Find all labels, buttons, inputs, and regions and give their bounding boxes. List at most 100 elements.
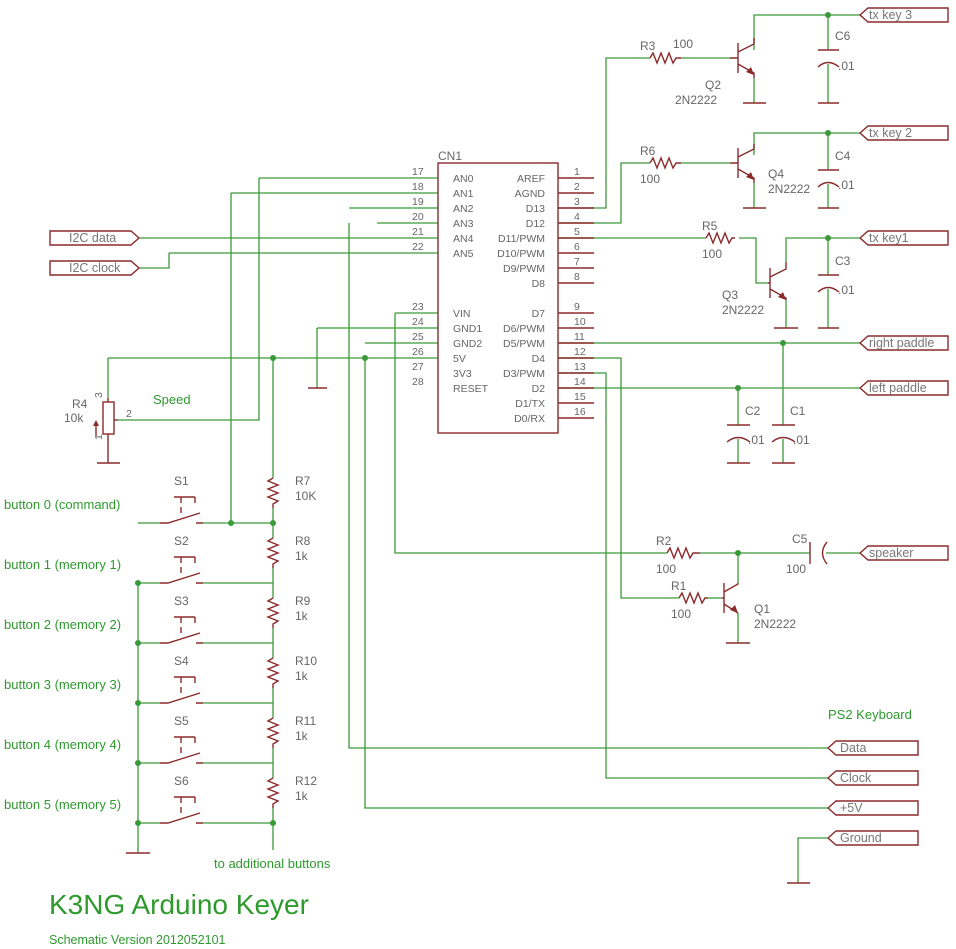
cn1-pin-number: 12 [574,346,586,358]
r2-value: 100 [656,562,676,576]
cn1-pin-label: AN4 [453,233,474,245]
ps2-5v-label: +5V [840,801,863,815]
c5-value: 100 [786,562,806,576]
ladder-resistor-value: 1k [295,609,309,623]
r6-name: R6 [640,144,656,158]
c1-value: .01 [793,433,810,447]
cn1-pin-label: D5/PWM [503,338,545,350]
junction-dots [135,12,831,826]
ps2-ground-flag [826,830,919,846]
c6-capacitor [817,49,840,68]
r4-pin2: 2 [126,408,132,420]
cn1-pin-number: 9 [574,301,580,313]
cn1-pin-label: RESET [453,383,489,395]
r5-resistor [705,231,735,245]
left-paddle-label: left paddle [869,381,927,395]
cn1-pin-number: 22 [412,241,424,253]
tx-key-1-flag [858,230,949,246]
switch-name: S4 [174,654,189,668]
ps2-clock-flag [826,770,919,786]
q4-name: Q4 [768,167,784,181]
transistors [722,38,787,614]
ground-symbols [97,102,839,884]
r4-pin3: 3 [93,392,105,398]
page-subtitle: Schematic Version 2012052101 [49,933,226,947]
cn1-pin-label: GND2 [453,338,482,350]
cn1-pin-label: AN2 [453,203,474,215]
net-labels [49,7,949,846]
r3-value: 100 [673,37,693,51]
c4-value: .01 [838,178,855,192]
q2-name: Q2 [705,78,721,92]
cn1-pin-number: 11 [574,331,585,343]
cn1-pin-number: 21 [412,226,424,238]
button-label: button 3 (memory 3) [4,677,121,692]
cn1-pin-number: 6 [574,241,580,253]
resistors [266,51,735,808]
cn1-pin-label: D0/RX [514,413,545,425]
left-paddle-flag [858,380,949,396]
switch-name: S2 [174,534,189,548]
ladder-resistor-name: R11 [295,714,316,728]
i2c-data-label: I2C data [69,231,116,245]
cn1-pin-number: 4 [574,211,580,223]
button-label: button 1 (memory 1) [4,557,121,572]
c4-capacitor [817,169,840,188]
c3-name: C3 [835,254,851,268]
r10-resistor [266,657,280,688]
cn1-pin-label: D4 [532,353,546,365]
speed-label: Speed [153,392,191,407]
q3-transistor [768,262,787,300]
cn1-pin-label: D3/PWM [503,368,545,380]
cn1-pin-number: 19 [412,196,424,208]
switch-name: S6 [174,774,189,788]
speaker-flag [858,545,949,561]
button-label: button 2 (memory 2) [4,617,121,632]
q3-value: 2N2222 [722,303,764,317]
c5-name: C5 [792,532,808,546]
cn1-pin-label: AN0 [453,173,474,185]
cn1-pin-label: D11/PWM [498,233,545,245]
c2-value: .01 [748,433,765,447]
ladder-resistor-name: R8 [295,534,311,548]
button-label: button 5 (memory 5) [4,797,121,812]
r12-resistor [266,777,280,808]
cn1-pin-number: 5 [574,226,580,238]
part-labels: R3 100 R6 100 R5 100 R2 100 R1 100 Q2 2N… [64,29,855,631]
ps2-keyboard-label: PS2 Keyboard [828,707,912,722]
switch-name: S3 [174,594,189,608]
cn1-connector: CN1 17AN018AN119AN220AN321AN422AN523VIN2… [412,149,594,434]
c3-value: .01 [838,283,855,297]
cn1-pin-label: D2 [532,383,546,395]
r6-resistor [649,156,681,170]
cn1-pin-label: D6/PWM [503,323,545,335]
i2c-data-flag [49,230,141,246]
r7-resistor [266,477,280,508]
cn1-pin-number: 27 [412,361,424,373]
q2-transistor [730,38,755,78]
i2c-clock-flag [49,260,141,276]
c4-name: C4 [835,149,851,163]
q2-value: 2N2222 [675,93,717,107]
speaker-label: speaker [869,546,913,560]
cn1-pin-label: D8 [532,278,546,290]
cn1-pin-label: AREF [517,173,545,185]
r3-resistor [649,51,681,65]
button-label: button 4 (memory 4) [4,737,121,752]
cn1-pin-number: 14 [574,376,586,388]
r4-name: R4 [72,397,88,411]
r4-pin1: 1 [93,434,105,440]
cn1-pin-number: 8 [574,271,580,283]
cn1-pin-number: 1 [574,166,580,178]
cn1-pin-number: 13 [574,361,586,373]
cn1-pin-number: 28 [412,376,424,388]
r1-resistor [678,591,708,605]
ps2-data-flag [826,740,919,756]
c2-name: C2 [745,404,761,418]
capacitors [726,49,840,565]
r6-value: 100 [640,172,660,186]
cn1-left-pins: 17AN018AN119AN220AN321AN422AN523VIN24GND… [412,166,489,395]
